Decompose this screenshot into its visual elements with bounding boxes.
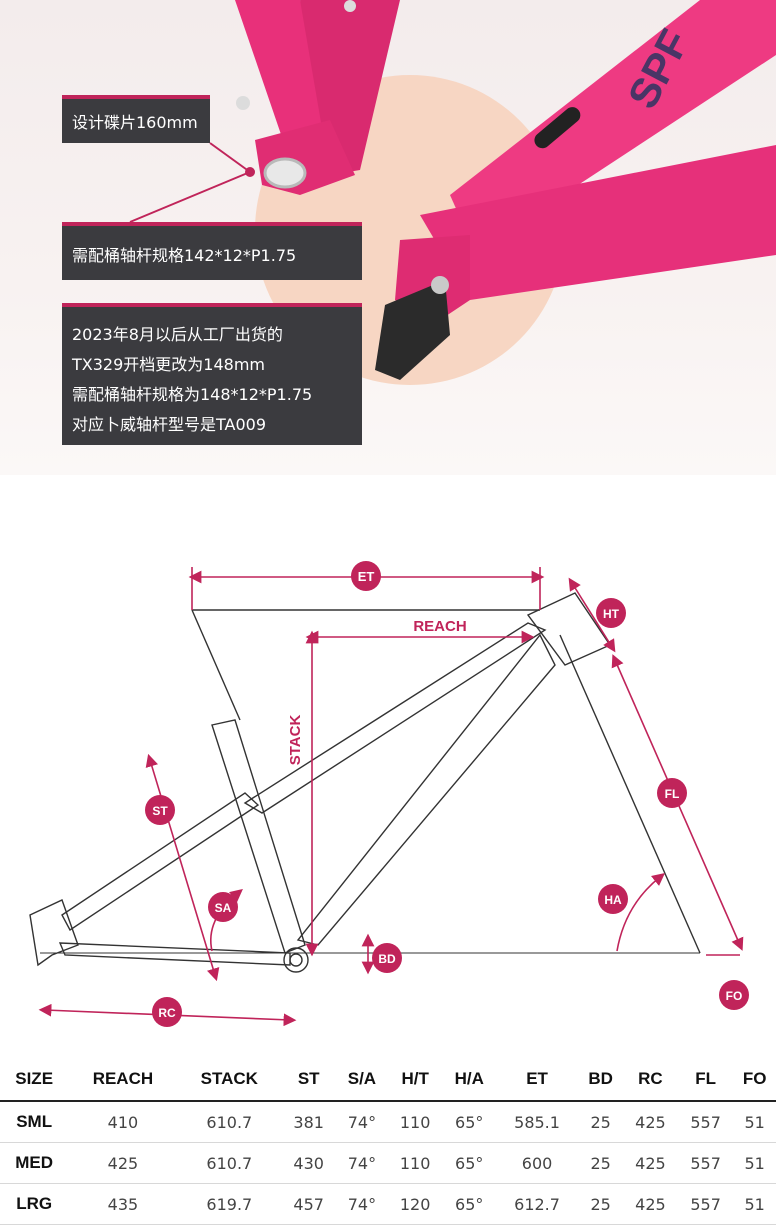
- table-cell-size: MED: [0, 1142, 69, 1184]
- table-cell: 25: [578, 1183, 623, 1225]
- table-header: FL: [678, 1058, 734, 1102]
- table-header: H/A: [442, 1058, 496, 1102]
- table-cell: 425: [68, 1142, 178, 1184]
- geometry-diagram: ET REACH STACK HT FL ST SA HA BD RC FO: [29, 561, 749, 1027]
- table-row: LRG 435 619.7 457 74° 120 65° 612.7 25 4…: [0, 1183, 776, 1225]
- table-cell: 25: [578, 1101, 623, 1143]
- table-cell: 425: [622, 1183, 679, 1225]
- table-cell: 557: [678, 1183, 734, 1225]
- label-fl: FL: [665, 787, 680, 801]
- table-cell: 51: [733, 1183, 776, 1225]
- table-cell: 74°: [336, 1183, 388, 1225]
- frame-outline: [29, 592, 701, 973]
- callout-note-line: 2023年8月以后从工厂出货的: [72, 325, 283, 344]
- table-cell: 65°: [442, 1101, 496, 1143]
- table-cell: 425: [622, 1142, 679, 1184]
- table-cell: 585.1: [495, 1101, 579, 1143]
- table-cell: 619.7: [177, 1183, 282, 1225]
- table-cell: 610.7: [177, 1142, 282, 1184]
- table-cell: 381: [281, 1101, 337, 1143]
- table-cell: 430: [281, 1142, 337, 1184]
- table-header: BD: [578, 1058, 623, 1102]
- table-cell: 74°: [336, 1101, 388, 1143]
- table-header: RC: [622, 1058, 679, 1102]
- table-cell: 410: [68, 1101, 178, 1143]
- bolt-icon: [344, 0, 356, 12]
- label-fo: FO: [726, 989, 743, 1003]
- cable-port: [534, 107, 581, 149]
- table-row: MED 425 610.7 430 74° 110 65° 600 25 425…: [0, 1142, 776, 1184]
- table-cell: 25: [578, 1142, 623, 1184]
- table-cell: 557: [678, 1101, 734, 1143]
- table-header: STACK: [177, 1058, 282, 1102]
- label-ht: HT: [603, 607, 620, 621]
- label-reach: REACH: [413, 618, 466, 635]
- callout-disc-text: 设计碟片160mm: [72, 113, 198, 132]
- callout-disc: 设计碟片160mm: [62, 95, 210, 143]
- label-sa: SA: [215, 901, 232, 915]
- callout-note-line: TX329开档更改为148mm: [72, 355, 265, 374]
- table-cell: 600: [495, 1142, 579, 1184]
- product-photo-section: SPF 设计碟片160mm 需配桶轴杆规格142*12*P1.75 2023年8…: [0, 0, 776, 475]
- table-header: REACH: [68, 1058, 178, 1102]
- leader-line: [209, 142, 251, 173]
- table-cell: 65°: [442, 1183, 496, 1225]
- chain-stay: [420, 145, 776, 300]
- callout-note-line: 对应卜威轴杆型号是TA009: [72, 415, 267, 434]
- label-ha: HA: [604, 893, 622, 907]
- bolt-icon: [431, 276, 449, 294]
- bolt-icon: [236, 96, 250, 110]
- table-header: SIZE: [0, 1058, 69, 1102]
- table-cell: 457: [281, 1183, 337, 1225]
- table-header-row: SIZE REACH STACK ST S/A H/T H/A ET BD RC…: [0, 1058, 776, 1102]
- table-cell: 612.7: [495, 1183, 579, 1225]
- callout-note-line: 需配桶轴杆规格为148*12*P1.75: [72, 385, 313, 404]
- derailleur-hanger: [375, 280, 450, 380]
- table-header: H/T: [387, 1058, 443, 1102]
- table-cell: 51: [733, 1142, 776, 1184]
- table-cell: 110: [387, 1101, 443, 1143]
- label-st: ST: [152, 804, 168, 818]
- table-cell: 610.7: [177, 1101, 282, 1143]
- table-cell-size: LRG: [0, 1183, 69, 1225]
- callout-note: 2023年8月以后从工厂出货的 TX329开档更改为148mm 需配桶轴杆规格为…: [62, 303, 362, 445]
- table-cell: 425: [622, 1101, 679, 1143]
- table-header: ST: [281, 1058, 337, 1102]
- table-cell-size: SML: [0, 1101, 69, 1143]
- table-header: FO: [733, 1058, 776, 1102]
- axle-hole: [263, 157, 307, 189]
- down-tube: [450, 0, 776, 240]
- table-header: S/A: [336, 1058, 388, 1102]
- table-cell: 435: [68, 1183, 178, 1225]
- table-cell: 120: [387, 1183, 443, 1225]
- table-row: SML 410 610.7 381 74° 110 65° 585.1 25 4…: [0, 1101, 776, 1143]
- leader-line: [129, 171, 251, 223]
- table-cell: 51: [733, 1101, 776, 1143]
- label-rc: RC: [158, 1006, 176, 1020]
- table-header: ET: [495, 1058, 579, 1102]
- callout-axle: 需配桶轴杆规格142*12*P1.75: [62, 222, 362, 280]
- leader-dot: [245, 167, 255, 177]
- table-cell: 110: [387, 1142, 443, 1184]
- table-cell: 74°: [336, 1142, 388, 1184]
- label-et: ET: [358, 569, 375, 584]
- label-stack: STACK: [287, 715, 304, 766]
- table-cell: 557: [678, 1142, 734, 1184]
- table-cell: 65°: [442, 1142, 496, 1184]
- dimension-labels: ET REACH STACK HT FL ST SA HA BD RC FO: [145, 561, 749, 1027]
- label-bd: BD: [378, 952, 396, 966]
- callout-axle-text: 需配桶轴杆规格142*12*P1.75: [72, 246, 297, 265]
